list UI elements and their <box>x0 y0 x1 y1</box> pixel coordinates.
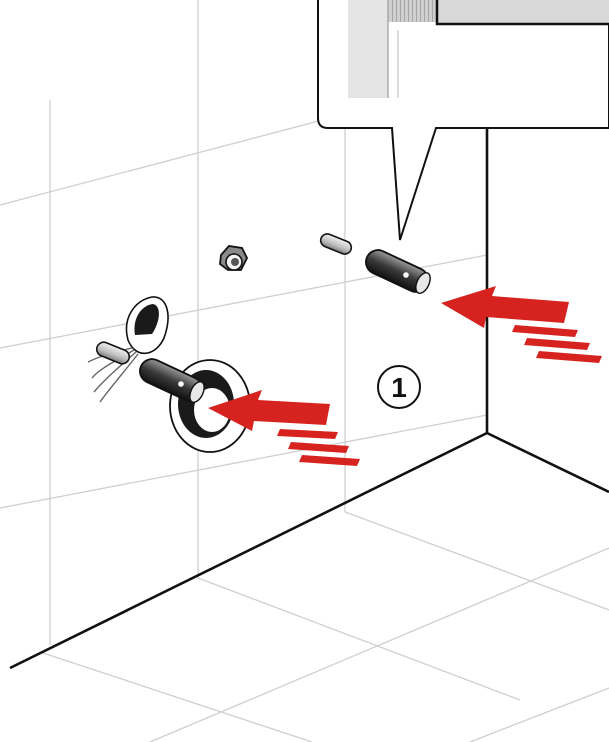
floor-tile-grid <box>39 511 609 742</box>
pipe-fitting-icon <box>219 245 249 271</box>
wall-plug-icon <box>139 358 205 403</box>
wall-plug-icon <box>365 249 431 294</box>
step-number: 1 <box>391 372 407 403</box>
push-arrow-icon <box>441 286 602 363</box>
push-arrow-icon <box>208 390 360 466</box>
callout-frame <box>435 0 609 26</box>
callout-panel <box>348 0 388 98</box>
wall-pin-left <box>95 341 131 365</box>
wires-icon <box>87 296 169 403</box>
wall-pin-upper <box>319 233 353 255</box>
callout-thread <box>388 0 438 22</box>
room-edges <box>9 128 609 670</box>
detail-callout <box>317 0 609 241</box>
step-badge: 1 <box>377 365 421 409</box>
wall-tile-grid <box>0 0 488 645</box>
